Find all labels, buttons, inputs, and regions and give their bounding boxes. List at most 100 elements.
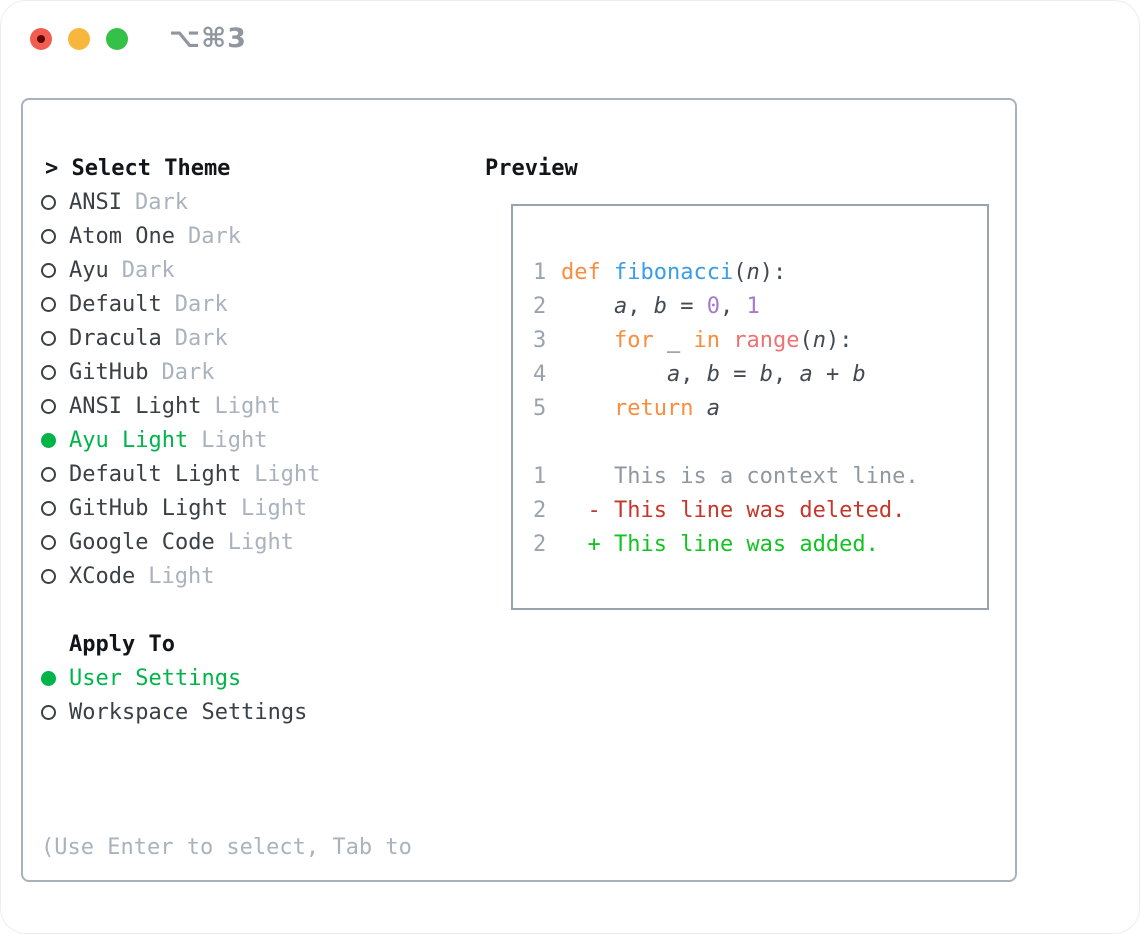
theme-item[interactable]: Atom One Dark — [41, 219, 485, 253]
theme-name: Default — [69, 291, 162, 317]
apply-to-label: User Settings — [69, 665, 242, 691]
code-token: ): — [825, 327, 853, 353]
code-token: n — [746, 259, 760, 285]
code-token — [561, 328, 614, 353]
theme-name: Ayu — [69, 257, 109, 283]
code-token: a — [666, 361, 681, 387]
radio-icon — [41, 228, 56, 244]
theme-variant: Light — [240, 495, 308, 521]
theme-item[interactable]: Default Dark — [41, 287, 485, 321]
preview-line: 1 def fibonacci(n): — [533, 255, 987, 289]
help-text-line1: (Use Enter to select, Tab to — [41, 835, 412, 860]
code-token: fibonacci — [613, 259, 734, 285]
theme-variant: Dark — [161, 359, 215, 385]
minimize-button[interactable] — [68, 28, 90, 50]
code-token: 0 — [706, 293, 720, 319]
preview-header: Preview — [485, 155, 578, 181]
theme-item[interactable]: ANSI Dark — [41, 185, 485, 219]
code-token: = — [719, 361, 760, 387]
code-token: b — [653, 293, 667, 319]
code-token: This is a context line. — [561, 463, 919, 489]
theme-variant: Light — [227, 529, 294, 555]
radio-icon — [41, 500, 56, 516]
code-token: , — [680, 361, 707, 387]
close-button[interactable] — [30, 28, 52, 50]
theme-name: GitHub Light — [69, 495, 228, 521]
theme-variant: Dark — [134, 189, 188, 215]
radio-icon — [41, 262, 56, 278]
code-token: def — [561, 259, 614, 285]
radio-icon — [41, 704, 56, 720]
code-token: range — [733, 327, 800, 353]
theme-variant: Dark — [121, 257, 175, 283]
theme-name: ANSI Light — [69, 393, 202, 419]
theme-name: Ayu Light — [69, 427, 189, 453]
preview-line: 3 for _ in range(n): — [533, 323, 987, 357]
code-token — [561, 362, 667, 387]
theme-variant: Dark — [187, 223, 241, 249]
theme-item[interactable]: Google Code Light — [41, 525, 485, 559]
preview-line: 2 - This line was deleted. — [533, 493, 987, 527]
code-token: a — [799, 361, 813, 387]
line-number: 3 — [533, 327, 547, 353]
code-token: _ — [653, 327, 694, 353]
line-number: 2 — [533, 293, 547, 319]
code-token: return — [613, 395, 694, 421]
theme-variant: Light — [214, 393, 281, 419]
code-token: b — [706, 361, 720, 387]
theme-variant: Light — [148, 563, 215, 589]
radio-icon — [41, 534, 56, 550]
theme-item[interactable]: Ayu Light Light — [41, 423, 485, 457]
preview-line: 5 return a — [533, 391, 987, 425]
select-theme-header: > Select Theme — [45, 155, 231, 181]
radio-icon — [41, 364, 56, 380]
apply-to-item[interactable]: Workspace Settings — [41, 695, 485, 729]
radio-icon — [41, 330, 56, 346]
code-token: , — [719, 293, 747, 319]
line-number: 2 — [533, 531, 547, 557]
code-token: ( — [733, 259, 747, 285]
theme-name: Google Code — [69, 529, 215, 555]
radio-selected-icon — [41, 432, 56, 448]
theme-variant: Dark — [174, 291, 228, 317]
radio-icon — [41, 568, 56, 584]
radio-icon — [41, 466, 56, 482]
code-token: + This line was added. — [561, 531, 879, 557]
preview-line: 1 This is a context line. — [533, 459, 987, 493]
code-token: 1 — [746, 293, 760, 319]
theme-variant: Light — [201, 427, 268, 453]
code-token — [561, 396, 614, 421]
apply-to-label: Workspace Settings — [69, 699, 308, 725]
theme-item[interactable]: GitHub Light Light — [41, 491, 485, 525]
code-token: n — [812, 327, 826, 353]
theme-name: Default Light — [69, 461, 242, 487]
code-token: - This line was deleted. — [561, 497, 906, 523]
preview-line: 2 + This line was added. — [533, 527, 987, 561]
apply-to-item[interactable]: User Settings — [41, 661, 485, 695]
theme-name: Atom One — [69, 223, 175, 249]
code-token: for — [613, 327, 654, 353]
zoom-button[interactable] — [106, 28, 128, 50]
code-token: + — [812, 361, 853, 387]
theme-name: ANSI — [69, 189, 122, 215]
preview-line — [533, 425, 987, 459]
code-token: = — [666, 293, 707, 319]
preview-line: 4 a, b = b, a + b — [533, 357, 987, 391]
radio-icon — [41, 194, 56, 210]
theme-item[interactable]: Ayu Dark — [41, 253, 485, 287]
code-token — [720, 328, 733, 353]
code-token: ): — [759, 259, 787, 285]
theme-item[interactable]: ANSI Light Light — [41, 389, 485, 423]
line-number: 1 — [533, 259, 547, 285]
